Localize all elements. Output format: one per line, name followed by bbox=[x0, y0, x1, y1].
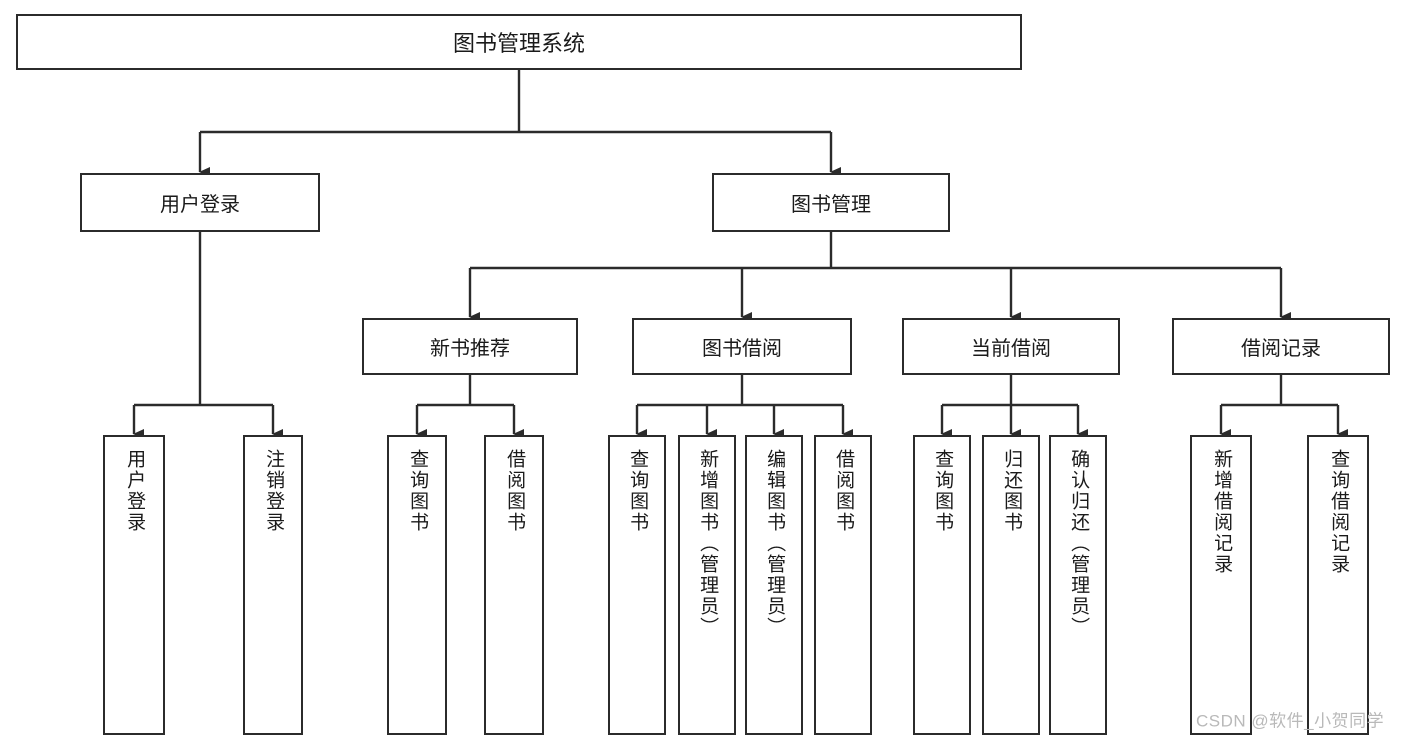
node-label: 借阅记录 bbox=[1241, 338, 1321, 360]
node-label: 新书推荐 bbox=[430, 338, 510, 360]
diagram-node-borrow: 图书借阅 bbox=[632, 318, 852, 375]
tree-connectors bbox=[132, 70, 1348, 439]
diagram-node-leaf-6: 新增图书（管理员） bbox=[678, 435, 736, 735]
diagram-node-root: 图书管理系统 bbox=[16, 14, 1022, 70]
node-label: 图书管理 bbox=[791, 194, 871, 216]
node-label: 查询图书 bbox=[627, 449, 649, 533]
diagram-node-leaf-5: 查询图书 bbox=[608, 435, 666, 735]
diagram-node-leaf-4: 借阅图书 bbox=[484, 435, 544, 735]
node-label: 用户登录 bbox=[160, 194, 240, 216]
diagram-node-leaf-12: 新增借阅记录 bbox=[1190, 435, 1252, 735]
node-label: 查询图书 bbox=[932, 449, 954, 533]
diagram-node-leaf-9: 查询图书 bbox=[913, 435, 971, 735]
node-label: 新增图书（管理员） bbox=[697, 449, 719, 638]
node-label: 编辑图书（管理员） bbox=[764, 449, 786, 638]
node-label: 图书借阅 bbox=[702, 338, 782, 360]
node-label: 借阅图书 bbox=[833, 449, 855, 533]
node-label: 归还图书 bbox=[1001, 449, 1023, 533]
diagram-node-leaf-3: 查询图书 bbox=[387, 435, 447, 735]
diagram-node-leaf-11: 确认归还（管理员） bbox=[1049, 435, 1107, 735]
diagram-node-leaf-7: 编辑图书（管理员） bbox=[745, 435, 803, 735]
node-label: 查询图书 bbox=[407, 449, 429, 533]
diagram-node-records: 借阅记录 bbox=[1172, 318, 1390, 375]
diagram-node-leaf-10: 归还图书 bbox=[982, 435, 1040, 735]
node-label: 注销登录 bbox=[263, 449, 285, 533]
node-label: 新增借阅记录 bbox=[1211, 449, 1233, 575]
node-label: 图书管理系统 bbox=[452, 31, 585, 56]
node-label: 当前借阅 bbox=[971, 338, 1051, 360]
diagram-node-leaf-13: 查询借阅记录 bbox=[1307, 435, 1369, 735]
diagram-node-newbook: 新书推荐 bbox=[362, 318, 578, 375]
node-label: 查询借阅记录 bbox=[1328, 449, 1350, 575]
diagram-node-leaf-8: 借阅图书 bbox=[814, 435, 872, 735]
node-label: 用户登录 bbox=[124, 449, 146, 533]
csdn-watermark: CSDN @软件_小贺同学 bbox=[1196, 711, 1385, 731]
diagram-node-bookmgmt: 图书管理 bbox=[712, 173, 950, 232]
node-label: 借阅图书 bbox=[504, 449, 526, 533]
node-label: 确认归还（管理员） bbox=[1068, 449, 1090, 638]
diagram-node-leaf-2: 注销登录 bbox=[243, 435, 303, 735]
diagram-node-current: 当前借阅 bbox=[902, 318, 1120, 375]
diagram-node-leaf-1: 用户登录 bbox=[103, 435, 165, 735]
diagram-node-login: 用户登录 bbox=[80, 173, 320, 232]
